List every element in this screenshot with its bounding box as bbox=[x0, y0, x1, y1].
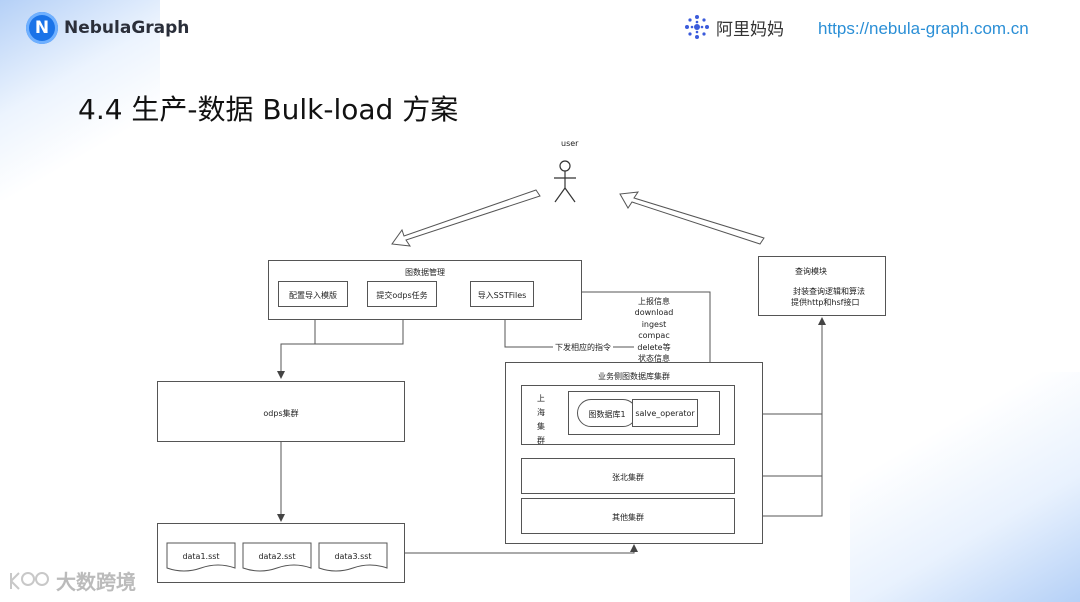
zhangbei-label: 张北集群 bbox=[612, 473, 644, 482]
import-sst-button[interactable]: 导入SSTFiles bbox=[470, 281, 534, 307]
sst-file-shapes bbox=[166, 542, 388, 572]
shanghai-label: 上 海 集 群 bbox=[537, 394, 545, 445]
alimama-logo: 阿里妈妈 bbox=[684, 14, 784, 40]
import-sst-label: 导入SSTFiles bbox=[477, 291, 527, 300]
salve-operator-label: salve_operator bbox=[635, 409, 695, 418]
instruction-label: 下发相应的指令 bbox=[553, 342, 613, 353]
query-line2: 提供http和hsf接口 bbox=[791, 298, 860, 307]
watermark-logo-icon bbox=[10, 571, 49, 590]
graph-db-1: 图数据库1 bbox=[577, 399, 637, 427]
query-title: 查询模块 bbox=[795, 267, 827, 276]
zhangbei-cluster: 张北集群 bbox=[521, 458, 735, 494]
site-url[interactable]: https://nebula-graph.com.cn bbox=[818, 19, 1029, 38]
odps-label: odps集群 bbox=[263, 409, 299, 418]
nebulagraph-logo: N NebulaGraph bbox=[26, 12, 189, 44]
alimama-dots-icon bbox=[685, 15, 709, 39]
graph-db-1-label: 图数据库1 bbox=[588, 410, 626, 419]
other-cluster-label: 其他集群 bbox=[612, 513, 644, 522]
query-module: 查询模块 封装查询逻辑和算法 提供http和hsf接口 bbox=[758, 256, 886, 316]
query-line1: 封装查询逻辑和算法 bbox=[793, 287, 865, 296]
mgmt-title: 图数据管理 bbox=[405, 268, 445, 277]
submit-odps-button[interactable]: 提交odps任务 bbox=[367, 281, 437, 307]
file-data3: data3.sst bbox=[334, 552, 372, 561]
watermark: 大数跨境 bbox=[8, 566, 136, 595]
odps-cluster: odps集群 bbox=[157, 381, 405, 442]
arrow-user-to-mgmt bbox=[391, 189, 541, 247]
file-data1: data1.sst bbox=[182, 552, 220, 561]
other-cluster: 其他集群 bbox=[521, 498, 735, 534]
file-data2: data2.sst bbox=[258, 552, 296, 561]
user-actor-icon bbox=[554, 160, 576, 203]
salve-operator: salve_operator bbox=[632, 399, 698, 427]
nebula-n-icon: N bbox=[26, 12, 58, 44]
report-info: 上报信息 download ingest compac delete等 状态信息 bbox=[634, 296, 674, 365]
config-template-button[interactable]: 配置导入模版 bbox=[278, 281, 348, 307]
config-template-label: 配置导入模版 bbox=[289, 291, 337, 300]
submit-odps-label: 提交odps任务 bbox=[376, 291, 428, 300]
arrow-query-to-user bbox=[619, 191, 765, 245]
biz-cluster-title: 业务侧图数据库集群 bbox=[598, 372, 670, 381]
logo-text: NebulaGraph bbox=[64, 18, 190, 38]
page-title: 4.4 生产-数据 Bulk-load 方案 bbox=[78, 93, 459, 126]
watermark-text: 大数跨境 bbox=[56, 570, 136, 594]
user-label: user bbox=[561, 139, 579, 148]
decor-corner-bottom-right bbox=[850, 372, 1080, 602]
alimama-text: 阿里妈妈 bbox=[716, 19, 784, 40]
